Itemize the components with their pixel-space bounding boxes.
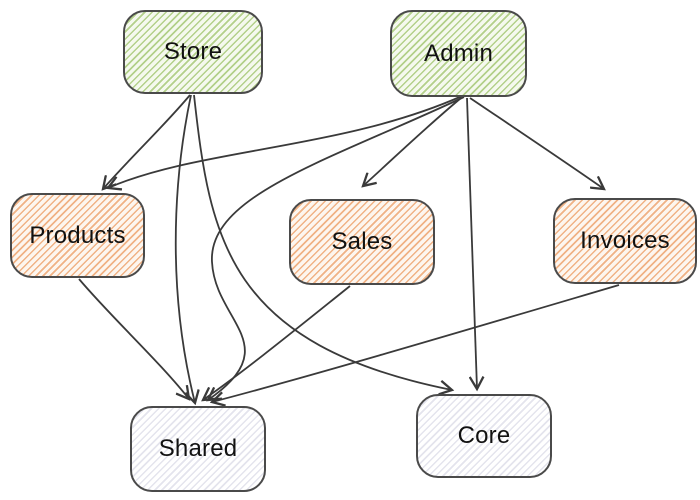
node-admin: Admin	[390, 10, 527, 97]
edge-admin-sales	[363, 97, 462, 186]
node-products: Products	[10, 193, 145, 278]
edge-sales-shared	[203, 285, 351, 400]
node-admin-label: Admin	[423, 39, 494, 67]
edge-admin-shared	[208, 96, 465, 400]
node-shared-label: Shared	[158, 435, 238, 462]
edge-products-shared	[78, 278, 189, 399]
edge-admin-invoices	[469, 97, 604, 189]
node-shared: Shared	[130, 406, 266, 492]
node-core-label: Core	[457, 422, 511, 449]
node-core: Core	[416, 394, 552, 478]
node-sales-label: Sales	[331, 228, 393, 255]
edge-admin-core	[466, 97, 477, 389]
node-invoices-label: Invoices	[580, 227, 670, 254]
edge-store-core	[193, 94, 452, 390]
node-store: Store	[123, 10, 263, 94]
edge-invoices-shared	[212, 284, 620, 402]
node-products-label: Products	[29, 221, 126, 249]
node-sales: Sales	[289, 199, 435, 285]
node-invoices: Invoices	[553, 198, 697, 284]
edge-admin-products	[108, 95, 463, 188]
edge-store-shared	[174, 94, 195, 403]
node-store-label: Store	[163, 38, 223, 65]
